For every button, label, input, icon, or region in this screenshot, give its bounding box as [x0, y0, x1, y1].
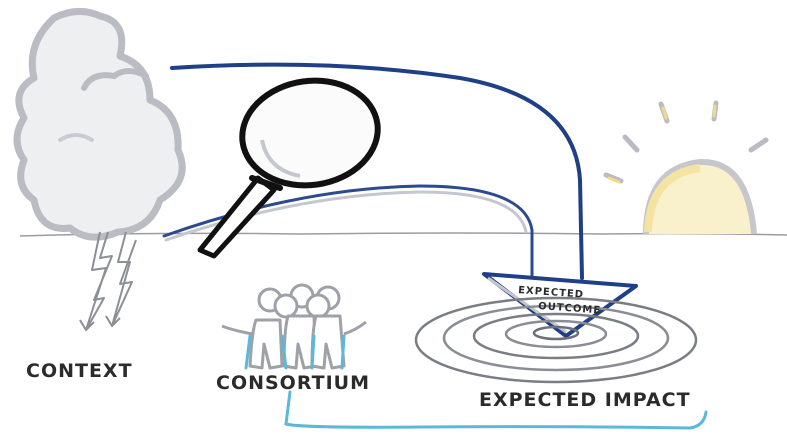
- context-label: CONTEXT: [26, 360, 133, 382]
- expected-outcome-line1: EXPECTED: [518, 285, 585, 301]
- magnifier-icon: [197, 77, 381, 259]
- people-icon: [221, 283, 367, 370]
- consortium-highlight: [244, 334, 346, 370]
- consortium-impact-link: [284, 390, 708, 430]
- lightning-icon: [79, 231, 137, 331]
- cloud-icon: [13, 8, 186, 241]
- target-icon: [414, 296, 698, 384]
- expected-outcome-line2: OUTCOME: [538, 301, 602, 316]
- expected-impact-label: EXPECTED IMPACT: [479, 389, 691, 411]
- sun-icon: [603, 100, 769, 235]
- consortium-label: CONSORTIUM: [216, 372, 370, 394]
